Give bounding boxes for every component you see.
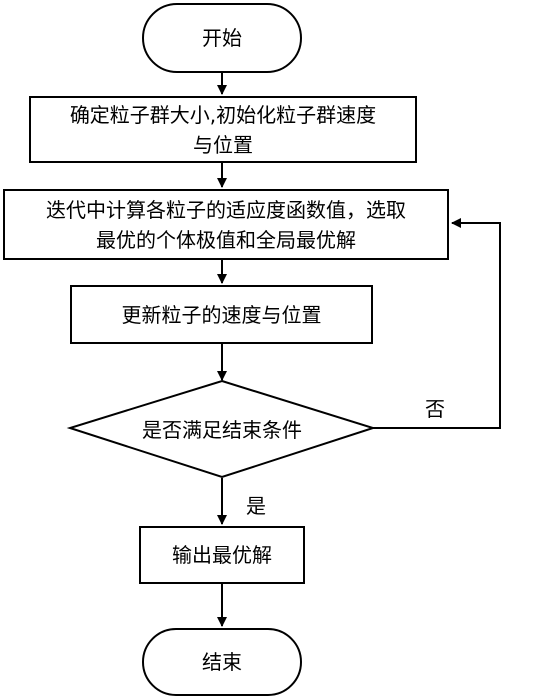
loop-back-arrow-no xyxy=(373,218,501,429)
update-velocity-position-process: 更新粒子的速度与位置 xyxy=(70,285,373,344)
init-swarm-label: 确定粒子群大小,初始化粒子群速度 与位置 xyxy=(70,100,376,160)
termination-condition-label: 是否满足结束条件 xyxy=(142,417,302,442)
output-best-solution-label: 输出最优解 xyxy=(172,543,272,567)
evaluate-fitness-label-line-2: 最优的个体极值和全局最优解 xyxy=(96,227,356,252)
evaluate-fitness-label-line-1: 迭代中计算各粒子的适应度函数值，选取 xyxy=(46,197,406,222)
init-swarm-process: 确定粒子群大小,初始化粒子群速度 与位置 xyxy=(29,96,417,163)
evaluate-fitness-label: 迭代中计算各粒子的适应度函数值，选取 最优的个体极值和全局最优解 xyxy=(46,195,406,255)
no-branch-label: 否 xyxy=(425,397,445,421)
evaluate-fitness-process: 迭代中计算各粒子的适应度函数值，选取 最优的个体极值和全局最优解 xyxy=(3,189,449,260)
end-label: 结束 xyxy=(202,650,242,674)
init-swarm-label-line-1: 确定粒子群大小,初始化粒子群速度 xyxy=(69,102,377,127)
end-terminal: 结束 xyxy=(142,628,302,696)
init-swarm-label-line-2: 与位置 xyxy=(192,132,253,157)
decision-diamond xyxy=(66,379,377,479)
yes-branch-label: 是 xyxy=(246,494,266,518)
update-velocity-position-label: 更新粒子的速度与位置 xyxy=(121,302,322,327)
output-best-solution-process: 输出最优解 xyxy=(139,526,305,584)
start-terminal: 开始 xyxy=(142,3,302,73)
start-label: 开始 xyxy=(202,26,242,50)
